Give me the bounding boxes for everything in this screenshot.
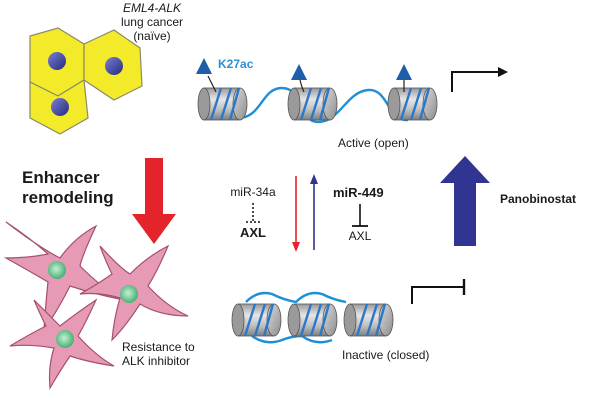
nucleus-icon [51, 98, 69, 116]
acetyl-mark-icon [291, 64, 307, 80]
nucleosome-icon [286, 302, 339, 338]
dna-strand [245, 291, 347, 304]
red-down-arrow-icon [132, 158, 176, 244]
resistance-line-1: Resistance to [122, 340, 195, 354]
k27ac-label: K27ac [218, 57, 254, 71]
mir34a-dotted-arrow-icon [246, 203, 260, 223]
cell-type-name: lung cancer [120, 14, 184, 29]
transition-arrows-icon [292, 174, 318, 252]
nucleosome-icon [286, 86, 339, 122]
star-cell [3, 221, 125, 333]
axl-right-label: AXL [348, 229, 372, 243]
transcription-on-arrow-icon [451, 67, 508, 92]
transcription-off-icon [411, 279, 466, 304]
resistance-line-2: ALK inhibitor [122, 353, 191, 368]
mir449-inhibit-icon [352, 204, 368, 227]
cell-state-name: (naïve) [133, 28, 171, 43]
axl-left-label: AXL [240, 225, 266, 240]
cell-line-label: EML4-ALK lung cancer (naïve) [96, 1, 208, 43]
acetyl-mark-icon [396, 64, 412, 80]
dna-strand [251, 334, 333, 344]
resistant-cells-icon [3, 221, 189, 390]
nucleus-icon [120, 285, 138, 303]
enhancer-remodeling-label: Enhancer remodeling [22, 168, 114, 207]
nucleosome-icon [342, 302, 395, 338]
active-chromatin [196, 58, 439, 124]
nucleus-icon [105, 57, 123, 75]
cell-gene-name: EML4-ALK [122, 1, 182, 15]
active-open-label: Active (open) [338, 136, 409, 150]
acetyl-mark-icon [196, 58, 212, 74]
naive-cells-icon [29, 27, 143, 135]
inactive-chromatin [230, 291, 395, 344]
blue-up-arrow-icon [440, 156, 490, 246]
nucleus-icon [48, 261, 66, 279]
nucleus-icon [56, 330, 74, 348]
enhancer-line-2: remodeling [22, 187, 114, 207]
nucleosome-icon [386, 86, 439, 122]
enhancer-line-1: Enhancer [22, 168, 100, 187]
panobinostat-label: Panobinostat [500, 192, 577, 206]
resistance-label: Resistance to ALK inhibitor [122, 340, 195, 369]
inactive-closed-label: Inactive (closed) [342, 348, 430, 362]
nucleus-icon [48, 52, 66, 70]
nucleosome-icon [230, 302, 283, 338]
nucleosome-icon [196, 86, 249, 122]
mir34a-label: miR-34a [230, 185, 276, 199]
mir449-label: miR-449 [333, 185, 384, 200]
